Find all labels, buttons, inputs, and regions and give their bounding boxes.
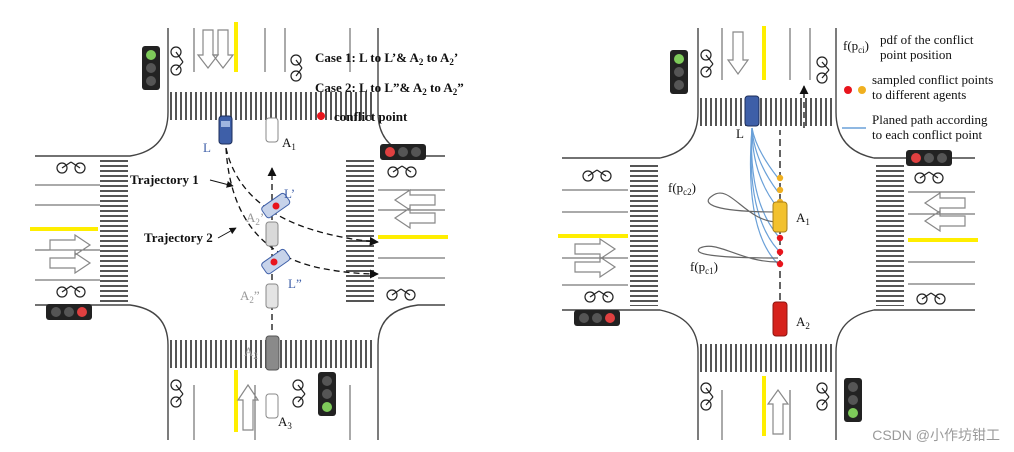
right-west-crosswalk xyxy=(630,162,658,306)
left-east-crosswalk xyxy=(346,160,374,302)
label-A3: A3 xyxy=(278,414,292,431)
car-L-right xyxy=(744,95,760,127)
legend-case2: Case 2: L to L”& A2 to A2” xyxy=(315,80,464,97)
right-bottom-traffic-light xyxy=(844,378,862,422)
right-east-bicycle-icons xyxy=(914,171,946,305)
label-A1-right: A1 xyxy=(796,210,810,227)
left-top-traffic-light xyxy=(142,46,160,90)
right-top-bicycle-icons xyxy=(700,49,830,84)
left-bottom-bicycle-icons xyxy=(170,379,306,408)
left-west-arrow-icons xyxy=(49,233,92,275)
right-bottom-lanes xyxy=(721,390,791,440)
watermark: CSDN @小作坊钳工 xyxy=(872,427,1000,443)
car-A2-prime xyxy=(265,221,279,247)
car-A2 xyxy=(265,335,280,371)
legend-sampled-red-icon xyxy=(844,86,852,94)
right-west-arrow-icons xyxy=(574,237,617,279)
legend-planned-line2: to each conflict point xyxy=(872,127,982,142)
left-intersection: L A1 L’ A2’ L” A2” A2 A3 Trajectory 1 Tr… xyxy=(30,22,464,440)
left-top-arrow-icons xyxy=(196,29,235,69)
right-legend: f(pci) pdf of the conflict point positio… xyxy=(842,32,993,142)
trajectory-2-pointer xyxy=(217,227,237,239)
right-east-traffic-light xyxy=(906,150,952,166)
left-east-lanes xyxy=(378,189,445,279)
left-bottom-lanes xyxy=(193,385,351,440)
label-L-prime: L’ xyxy=(284,186,295,201)
label-L-dprime: L” xyxy=(288,276,302,291)
right-top-arrow-icons xyxy=(726,31,750,76)
legend-planned-line1: Planed path according xyxy=(872,112,988,127)
right-intersection: L f(pc2) f(pc1) A1 A2 f(pci) pdf of the … xyxy=(558,26,993,440)
legend-conflict-point-icon xyxy=(317,112,325,120)
left-bottom-traffic-light xyxy=(318,372,336,416)
right-east-arrow-icons xyxy=(923,191,966,233)
right-top-lanes xyxy=(721,28,811,80)
left-bottom-arrow-icons xyxy=(236,383,260,431)
left-west-traffic-light xyxy=(46,304,92,320)
label-L: L xyxy=(203,140,211,155)
right-west-lanes xyxy=(562,189,628,286)
car-A2-right xyxy=(772,301,788,337)
legend-sampled-line2: to different agents xyxy=(872,87,966,102)
left-west-crosswalk xyxy=(100,160,128,302)
car-A1 xyxy=(265,117,279,143)
legend-pdf-line2: point position xyxy=(880,47,952,62)
trajectory-2-path xyxy=(225,147,379,279)
left-west-lanes xyxy=(35,184,100,281)
legend-pdf-line1: pdf of the conflict xyxy=(880,32,974,47)
right-west-traffic-light xyxy=(574,310,620,326)
right-bottom-bicycle-icons xyxy=(700,382,830,411)
right-bottom-crosswalk xyxy=(700,344,832,372)
label-A2: A2 xyxy=(244,344,258,361)
right-east-lanes xyxy=(908,191,975,285)
left-top-crosswalk xyxy=(170,92,374,120)
car-A2-dprime xyxy=(265,283,279,309)
trajectory-1-pointer xyxy=(209,179,234,188)
label-A1: A1 xyxy=(282,135,296,152)
left-legend: Case 1: L to L’& A2 to A2’ Case 2: L to … xyxy=(315,50,464,124)
legend-sampled-line1: sampled conflict points xyxy=(872,72,993,87)
legend-case1: Case 1: L to L’& A2 to A2’ xyxy=(315,50,458,67)
legend-conflict-label: conflict point xyxy=(334,109,408,124)
left-east-arrow-icons xyxy=(393,188,436,230)
label-L-right: L xyxy=(736,126,744,141)
right-road-edges xyxy=(562,28,975,440)
label-fpc2: f(pc2) xyxy=(668,180,696,197)
car-A1-right xyxy=(772,201,788,233)
conflict-point-case1 xyxy=(272,202,280,210)
right-top-traffic-light xyxy=(670,50,688,94)
trajectory-1-path xyxy=(225,147,379,246)
label-trajectory-1: Trajectory 1 xyxy=(130,172,199,187)
label-A2-prime: A2’ xyxy=(246,210,264,227)
planned-paths xyxy=(749,127,779,265)
car-L xyxy=(218,115,233,145)
left-top-lanes xyxy=(193,28,351,72)
pdf-curve-c1 xyxy=(697,245,779,263)
label-trajectory-2: Trajectory 2 xyxy=(144,230,213,245)
conflict-point-case2 xyxy=(270,258,278,266)
right-west-bicycle-icons xyxy=(582,169,614,303)
left-west-bicycle-icons xyxy=(56,161,86,298)
right-east-crosswalk xyxy=(876,162,904,306)
car-A3 xyxy=(265,393,279,419)
sampled-conflict-points xyxy=(776,174,784,268)
label-fpc1: f(pc1) xyxy=(690,259,718,276)
left-top-bicycle-icons xyxy=(170,46,303,82)
legend-pdf-symbol: f(pci) xyxy=(843,38,869,55)
left-east-bicycle-icons xyxy=(386,165,417,301)
label-A2-dprime: A2” xyxy=(240,288,260,305)
label-A2-right: A2 xyxy=(796,314,810,331)
right-top-crosswalk xyxy=(700,98,832,126)
legend-sampled-orange-icon xyxy=(858,86,866,94)
pdf-curve-c2 xyxy=(707,192,779,223)
left-east-traffic-light xyxy=(380,144,426,160)
right-bottom-arrow-icons xyxy=(766,388,790,435)
